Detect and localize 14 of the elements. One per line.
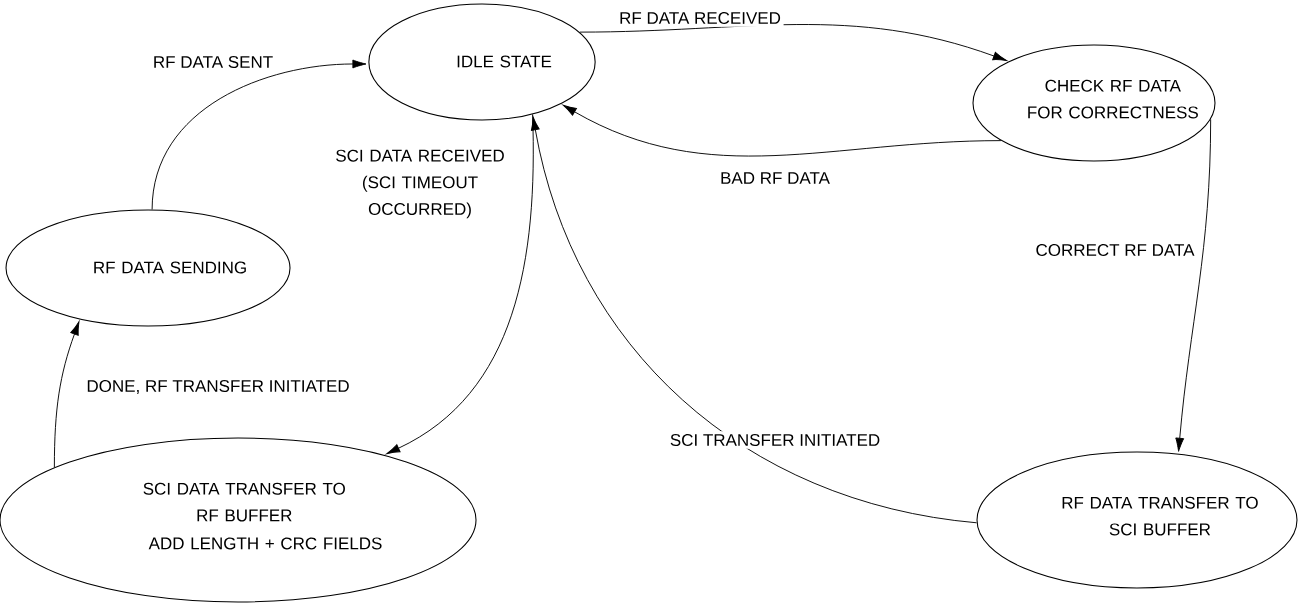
edge-label: BAD RF DATA bbox=[717, 169, 833, 187]
edge-label: CORRECT RF DATA bbox=[1032, 241, 1198, 259]
arrow bbox=[530, 116, 978, 524]
arrow bbox=[1175, 118, 1212, 452]
edge-label: RF DATA RECEIVED bbox=[616, 9, 784, 27]
arrow bbox=[386, 113, 534, 455]
edge-label: RF DATA SENT bbox=[150, 53, 276, 71]
arrow bbox=[562, 104, 1002, 157]
arrow bbox=[53, 321, 80, 468]
edge-label: DONE, RF TRANSFER INITIATED bbox=[83, 377, 353, 397]
edge-label: SCI DATA RECEIVED (SCI TIMEOUT OCCURRED) bbox=[332, 146, 508, 221]
edge-label: SCI TRANSFER INITIATED bbox=[667, 431, 883, 449]
arrow bbox=[151, 59, 367, 210]
arrow bbox=[579, 24, 1007, 61]
